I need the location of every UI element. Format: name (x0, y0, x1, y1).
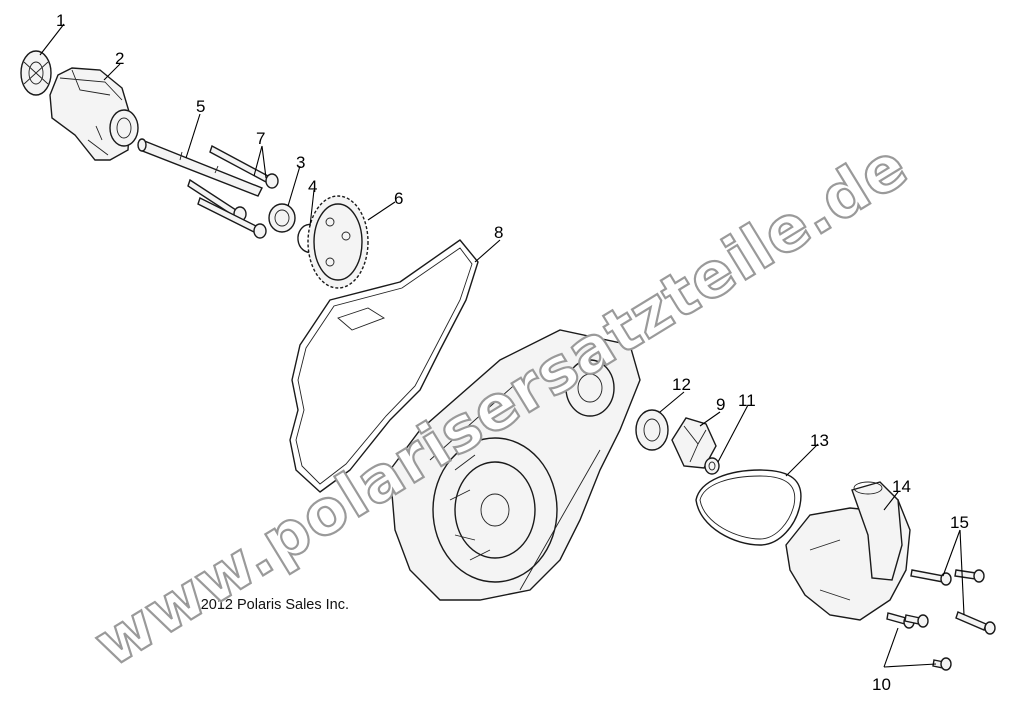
cover-gasket-icon[interactable] (289, 239, 479, 493)
leader-lines (39, 23, 965, 668)
impeller-icon[interactable] (671, 417, 717, 469)
pump-shaft-icon[interactable] (137, 138, 263, 197)
callout-2: 2 (115, 49, 124, 68)
pump-housing-icon[interactable] (49, 67, 139, 161)
callout-15: 15 (950, 513, 969, 532)
screw-icon[interactable] (187, 144, 279, 239)
bolt-icon[interactable] (886, 612, 952, 671)
engine-crankcase-icon (389, 329, 641, 601)
seal-icon[interactable] (635, 409, 669, 451)
bearing-icon[interactable] (268, 203, 296, 233)
callout-5: 5 (196, 97, 205, 116)
callout-4: 4 (308, 177, 317, 196)
callout-10: 10 (872, 675, 891, 694)
callout-14: 14 (892, 477, 911, 496)
nut-icon[interactable] (704, 457, 720, 475)
callout-6: 6 (394, 189, 403, 208)
thrust-washer-icon[interactable] (20, 50, 52, 96)
callout-11: 11 (738, 391, 756, 410)
bolt-icon[interactable] (910, 569, 996, 635)
callout-12: 12 (672, 375, 691, 394)
callout-8: 8 (494, 223, 503, 242)
callout-3: 3 (296, 153, 305, 172)
drive-gear-icon[interactable] (307, 195, 369, 289)
copyright-text: © 2012 Polaris Sales Inc. (186, 597, 349, 613)
watermark-text: www.polarisersatzteile.de (82, 128, 920, 681)
callout-9: 9 (716, 395, 725, 414)
water-pump-cover-icon[interactable] (785, 481, 911, 621)
callout-13: 13 (810, 431, 829, 450)
callout-labels: 1 2 5 7 3 4 6 8 12 9 11 13 14 15 10 (56, 11, 969, 694)
callout-7: 7 (256, 129, 265, 148)
o-ring-icon[interactable] (695, 469, 802, 546)
callout-1: 1 (56, 11, 65, 30)
